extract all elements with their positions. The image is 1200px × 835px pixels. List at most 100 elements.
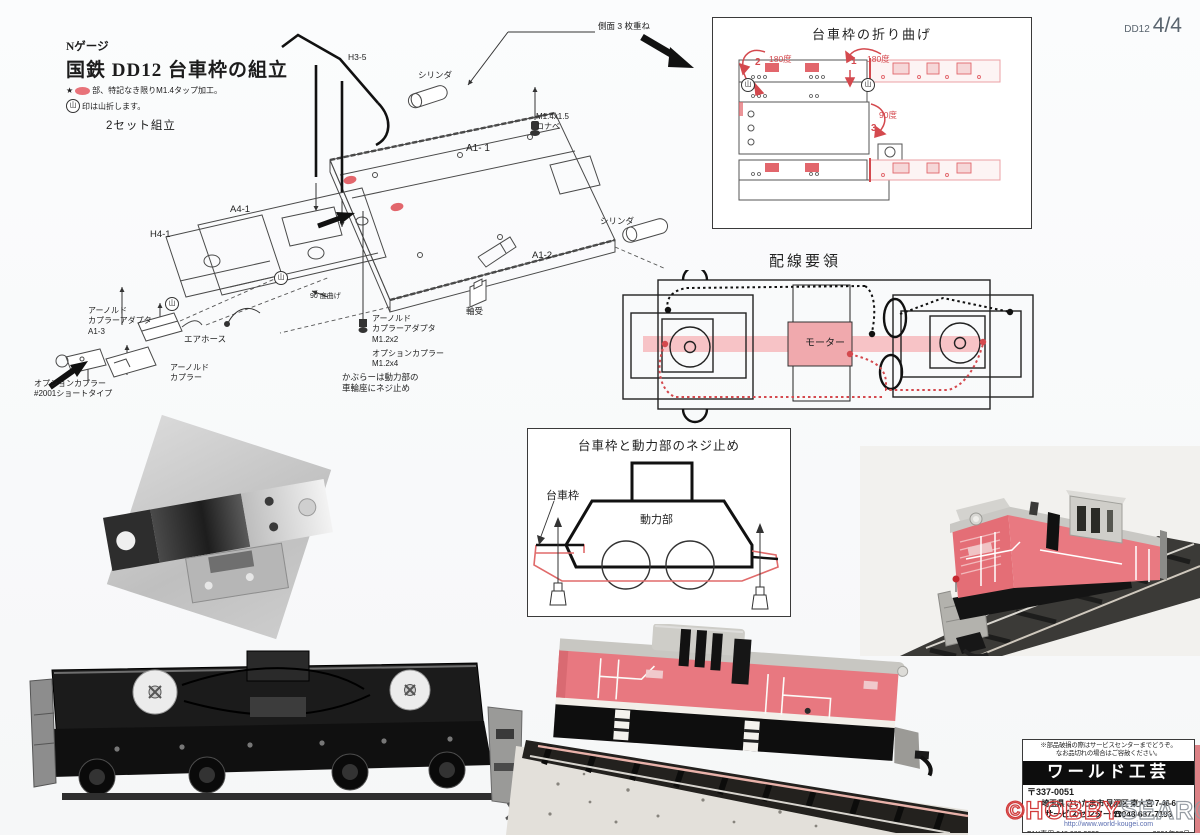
label-screw-m14: M1.4x1.5 コナベ [536,112,569,132]
photo-loco-side [498,623,990,835]
screw-right [751,523,769,610]
issue-date: 2021年07月 [1153,830,1190,832]
label-h4-1: H4-1 [150,229,171,240]
photo-etched-part [92,412,347,647]
fold-180-label: 180度 [867,54,890,64]
label-a1-1: A1- 1 [466,143,490,154]
doc-code: DD12 [1124,24,1150,35]
black-terminals [664,306,1014,338]
fold-90-label: 90度 [879,110,897,120]
label-arnold-coupler: アーノルド カプラー [170,363,210,383]
step-ladder [613,709,760,752]
screw-fix-art [533,461,779,610]
label-side-stack: 側面 3 枚重ね [598,21,650,31]
part-hole [296,496,318,518]
guide-lines [179,246,667,334]
gauge-label: Nゲージ [66,41,109,53]
service-note: なお品切れの場合はご容赦ください。 [1055,750,1162,758]
watermark-hobby: HOBBY [1025,796,1121,825]
bend90-arrow [311,290,329,298]
label-arnold-adapter: アーノルド カプラーアダプタ A1-3 [88,306,152,336]
set-count: 2セット組立 [106,120,176,132]
label-cylinder: シリンダ [418,70,453,80]
label-a1-2: A1-2 [532,250,553,261]
fold-diagram-art [738,48,1001,201]
copyright-icon: © [1005,796,1026,825]
bold-arrow [317,212,355,229]
pink-shaft [643,336,788,352]
label-bend90: 90 度曲げ [310,293,341,300]
company-info-box: ※部品破損の際はサービスセンターまでどうぞ。 なお品切れの場合はご容赦ください。… [1022,739,1195,833]
fold-180-label: 180度 [769,54,792,64]
mountain-fold-icon: 山 [741,78,755,92]
company-address: 埼玉県 さいたま市 見沼区 東大宮 7-46-6 [1041,798,1176,808]
bold-arrow [48,361,88,390]
label-coupler-note: かぶらーは動力部の 車輪座にネジ止め [342,372,419,394]
tap-mark [343,175,357,185]
axle-bearing [469,278,487,308]
motor-box [787,321,853,367]
header-block: Nゲージ 国鉄 DD12 台車枠の組立 ★ 部、特記なき限りM1.4タップ加工。… [66,38,288,133]
note-tap: ★ 部、特記なき限りM1.4タップ加工。 [66,85,288,96]
star-mark: ★ [66,86,74,95]
note-fold-text: 印は山折します。 [82,101,146,111]
black-wire [666,285,1011,333]
page-title: 国鉄 DD12 台車枠の組立 [66,60,288,81]
page-number: DD12 4/4 [1124,14,1182,38]
label-axle-box: 軸受 [466,306,484,316]
part-hole [268,521,279,533]
part-hole [263,496,275,507]
mountain-fold-icon: 山 [274,271,288,285]
watermark-search: SEARCH [1120,796,1200,825]
wiring-diagram [622,270,1034,424]
red-terminals [661,338,987,358]
mountain-fold-icon: 山 [66,99,80,113]
note-fold: 山 印は山折します。 [66,99,288,113]
wiring-frames [622,279,1034,410]
loco-body [553,623,933,777]
coupler-arnold [105,346,157,378]
assembly-diagram [48,31,694,390]
fold-box-title: 台車枠の折り曲げ [811,27,932,42]
tap-mark [390,202,404,212]
mountain-fold-icon: 山 [861,78,875,92]
fax-row: FAX専用 048 689 3332 2021年07月 [1023,830,1194,832]
mountain-fold-icon: 山 [165,297,179,311]
service-note: ※部品破損の際はサービスセンターまでどうぞ。 [1040,742,1177,749]
loco-angled-art [900,490,1200,659]
label-cylinder: シリンダ [600,216,635,226]
postal-code: 〒337-0051 [1027,787,1075,798]
photo-chassis [22,645,530,835]
fold-step-2: 2 [755,57,761,68]
screw-m12 [358,211,368,333]
red-wire [658,343,984,398]
photo-loco-angled [860,446,1200,659]
part-hole [245,572,255,582]
company-name: ワールド工芸 [1023,760,1194,786]
pink-shaft [852,336,980,352]
coupler-adapter-a1-3 [137,312,203,342]
label-option-coupler: オプションカプラー #2001ショートタイプ [34,379,113,399]
cylinder [622,218,669,243]
side-stack-pointer [467,31,694,86]
label-air-hose: エアホース [184,334,227,344]
red-etch-details [739,63,819,172]
air-hose [224,307,261,327]
handrail-h3-5 [281,33,390,193]
cylinder [407,85,448,109]
fax-number: FAX専用 048 689 3332 [1027,830,1099,832]
wiring-title: 配線要領 [768,253,841,270]
label-option-screw: オプションカプラー M1.2x4 [372,349,444,369]
screw-fix-box: 台車枠と動力部のネジ止め [527,428,791,617]
company-url: http://www.world-kougei.com [1063,821,1154,829]
label-a4-1: A4-1 [230,204,251,215]
loco-side-art [506,623,969,835]
fold-arrows [738,48,887,139]
chassis-art [29,650,523,821]
screw-box-title: 台車枠と動力部のネジ止め [577,439,740,453]
note-tap-text: 部、特記なき限りM1.4タップ加工。 [92,86,222,95]
service-phone: サービスセンター ☎048-687-7193 [1044,809,1173,820]
screw-left [549,517,567,606]
label-h3-5: H3-5 [348,52,367,62]
